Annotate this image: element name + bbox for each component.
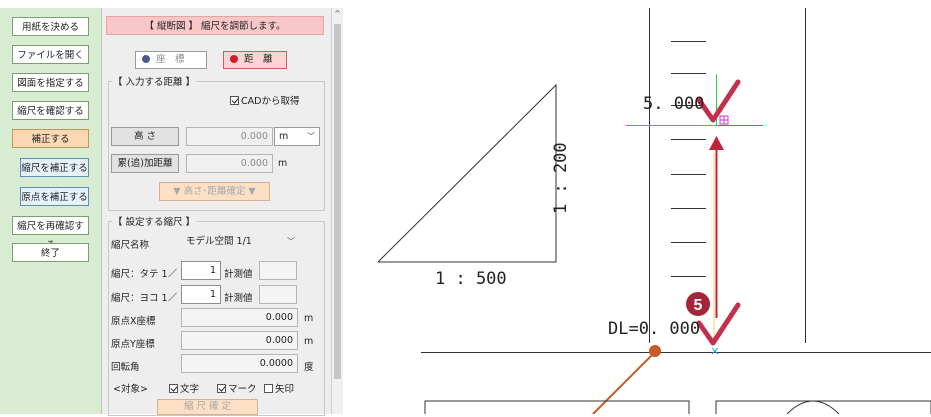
checkbox-icon xyxy=(230,96,239,105)
height-button[interactable]: 高 さ xyxy=(111,127,179,146)
height-unit-select[interactable]: m﹀ xyxy=(274,127,320,146)
cad-checkbox[interactable]: CADから取得 xyxy=(230,93,299,107)
step-nav: 用紙を決める ファイルを開く 図面を指定する 縮尺を確認する 補正する 縮尺を補… xyxy=(0,8,102,414)
origin-y-unit: m xyxy=(304,336,314,347)
check-mark-icon xyxy=(696,79,741,123)
checkbox-icon xyxy=(264,384,273,393)
nav-check-scale-button[interactable]: 縮尺を確認する xyxy=(12,101,89,120)
radio-dot-icon xyxy=(230,55,238,63)
nav-correct-origin-button[interactable]: 原点を補正する xyxy=(20,187,89,206)
scale-vertical-field[interactable]: 1 xyxy=(181,261,221,280)
label-1-500: 1 : 500 xyxy=(435,269,507,289)
scale-triangle xyxy=(377,83,557,263)
scale-horizontal-measured-field xyxy=(259,285,297,304)
cross-marker-icon xyxy=(711,347,719,355)
scale-vertical-measured-field xyxy=(259,261,297,280)
nav-correct-button[interactable]: 補正する xyxy=(12,129,89,148)
target-mark-label: マーク xyxy=(228,384,257,395)
target-text-checkbox[interactable]: 文字 xyxy=(169,381,199,395)
height-field[interactable]: 0.000 xyxy=(186,127,273,146)
scale-name-select[interactable]: モデル空間 1/1 ﹀ xyxy=(181,232,300,251)
nav-open-file-button[interactable]: ファイルを開く xyxy=(12,45,89,64)
scale-horizontal-measured-label: 計測値 xyxy=(224,293,253,304)
chevron-down-icon: ﹀ xyxy=(307,132,315,141)
height-unit-value: m xyxy=(279,131,289,142)
nav-specify-drawing-button[interactable]: 図面を指定する xyxy=(12,73,89,92)
nav-recheck-scale-button[interactable]: 縮尺を再確認する xyxy=(12,216,89,251)
input-distance-group-title: 【 入力する距離 】 xyxy=(112,74,197,88)
drawing-canvas[interactable]: 5 5. 000 1 : 200 1 : 500 DL=0. 000 xyxy=(343,8,931,417)
rotation-label: 回転角 xyxy=(111,362,140,373)
panel-header: 【 縦断図 】 縮尺を調節します。 xyxy=(106,16,324,35)
scroll-up-icon[interactable]: ^ xyxy=(334,9,341,18)
scale-group-title: 【 設定する縮尺 】 xyxy=(112,214,197,228)
scale-vertical-label: 縮尺：タテ 1／ xyxy=(111,269,178,280)
callout-dot xyxy=(649,345,661,357)
nav-paper-button[interactable]: 用紙を決める xyxy=(12,17,89,36)
settings-panel: 【 縦断図 】 縮尺を調節します。 座 標 距 離 【 入力する距離 】 CAD… xyxy=(102,8,332,416)
step-badge xyxy=(686,292,710,316)
label-5000: 5. 000 xyxy=(643,94,704,114)
nav-correct-scale-button[interactable]: 縮尺を補正する xyxy=(20,158,89,177)
confirm-scale-button[interactable]: 縮 尺 確 定 xyxy=(157,399,258,415)
callout-pointer-line xyxy=(592,351,656,415)
cad-checkbox-label: CADから取得 xyxy=(241,96,300,107)
check-mark-icon xyxy=(696,302,741,346)
scroll-thumb[interactable] xyxy=(334,24,341,379)
lower-box-left xyxy=(424,400,690,417)
mode-distance-label: 距 離 xyxy=(244,54,273,65)
target-arrow-label: 矢印 xyxy=(275,384,295,395)
confirm-height-distance-button[interactable]: ▼ 高さ･距離確定 ▼ xyxy=(159,182,270,201)
cumulative-distance-unit: m xyxy=(278,158,288,169)
target-text-label: 文字 xyxy=(180,384,200,395)
label-1-200: 1 : 200 xyxy=(551,142,571,214)
rotation-field[interactable]: 0.0000 xyxy=(181,354,298,373)
input-distance-group xyxy=(108,81,325,211)
radio-dot-icon xyxy=(142,55,150,63)
scale-name-value: モデル空間 1/1 xyxy=(186,236,252,247)
mode-coordinate-label: 座 標 xyxy=(156,54,185,65)
origin-x-unit: m xyxy=(304,313,314,324)
mode-distance-toggle[interactable]: 距 離 xyxy=(223,51,287,69)
origin-x-label: 原点X座標 xyxy=(111,316,156,327)
step-badge-number: 5 xyxy=(694,297,703,314)
cumulative-distance-button[interactable]: 累(追)加距離 xyxy=(111,154,179,173)
mode-coordinate-toggle[interactable]: 座 標 xyxy=(135,51,207,69)
checkbox-icon xyxy=(217,384,226,393)
target-mark-checkbox[interactable]: マーク xyxy=(217,381,257,395)
scale-horizontal-field[interactable]: 1 xyxy=(181,285,221,304)
scale-name-label: 縮尺名称 xyxy=(111,240,150,251)
rotation-unit: 度 xyxy=(304,362,314,373)
lower-arc xyxy=(786,400,840,415)
origin-y-field[interactable]: 0.000 xyxy=(181,331,298,350)
nav-exit-button[interactable]: 終了 xyxy=(12,243,89,262)
scale-horizontal-label: 縮尺：ヨコ 1／ xyxy=(111,293,178,304)
scale-vertical-measured-label: 計測値 xyxy=(224,269,253,280)
label-dl: DL=0. 000 xyxy=(608,319,700,339)
drawing-svg: 5 5. 000 1 : 200 1 : 500 DL=0. 000 xyxy=(377,8,931,417)
target-arrow-checkbox[interactable]: 矢印 xyxy=(264,381,294,395)
origin-x-field[interactable]: 0.000 xyxy=(181,308,298,327)
measure-arrow-head xyxy=(709,136,724,150)
origin-y-label: 原点Y座標 xyxy=(111,339,155,350)
chevron-down-icon: ﹀ xyxy=(287,237,295,246)
cumulative-distance-field[interactable]: 0.000 xyxy=(186,154,273,173)
target-label: <対象> xyxy=(113,384,148,395)
checkbox-icon xyxy=(169,384,178,393)
